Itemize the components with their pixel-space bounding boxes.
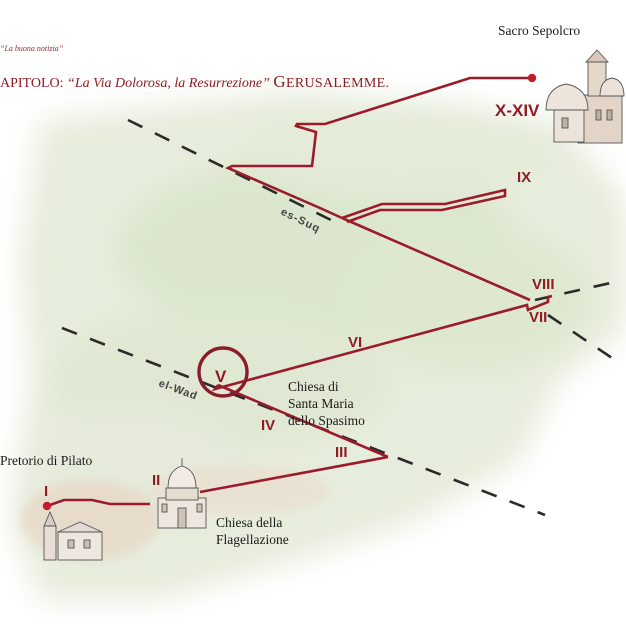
- place-santa-maria-line1: Chiesa di: [288, 379, 339, 394]
- end-dot-icon: [527, 73, 537, 83]
- place-pretorio-di-pilato: Pretorio di Pilato: [0, 453, 93, 468]
- route-segment-vi-vii-back: [341, 216, 531, 302]
- chapter-city-initial: G: [273, 72, 286, 91]
- station-v: V: [215, 367, 227, 386]
- background-wash: [10, 90, 626, 600]
- place-sacro-sepolcro: Sacro Sepolcro: [498, 23, 581, 38]
- chapter-prefix: APITOLO:: [0, 76, 68, 91]
- via-dolorosa-route: [46, 76, 553, 508]
- route-segment-ix-branch: [341, 188, 507, 224]
- station-vii: VII: [529, 309, 547, 326]
- chapter-title-text: “La Via Dolorosa, la Resurrezione”: [67, 76, 270, 91]
- route-segment-i-ii: [46, 498, 150, 508]
- station-iv: IV: [261, 417, 275, 434]
- street-es-suq-line: [127, 118, 336, 224]
- station-ii: II: [152, 472, 160, 489]
- header-tagline-text: La buona notizia: [4, 44, 59, 53]
- route-segment-ii-iii: [199, 455, 389, 494]
- start-dot-icon: [42, 501, 52, 511]
- street-el-wad-line: [61, 326, 546, 517]
- station-x-xiv: X-XIV: [495, 101, 540, 120]
- station-i: I: [44, 483, 48, 500]
- pretorio-building: [43, 510, 103, 561]
- header-tagline: “La buona notizia”: [0, 44, 64, 53]
- sacro-sepolcro-building: [545, 49, 625, 144]
- place-flagellazione-line2: Flagellazione: [216, 532, 289, 547]
- place-santa-maria-line3: dello Spasimo: [288, 413, 365, 428]
- station-iii: III: [335, 444, 348, 461]
- chapter-city-rest: ERUSALEMME.: [286, 76, 390, 91]
- route-segment-iii-iv: [217, 383, 389, 459]
- flagellazione-building: [157, 458, 207, 529]
- place-flagellazione-line1: Chiesa della: [216, 515, 283, 530]
- station-vi: VI: [348, 334, 362, 351]
- chapter-title: APITOLO: “La Via Dolorosa, la Resurrezio…: [0, 72, 389, 92]
- route-segment-iv-vi: [211, 294, 553, 392]
- street-lower-right-line: [547, 313, 619, 364]
- station-circle-icon: [197, 346, 249, 398]
- place-santa-maria-spasimo: Chiesa di Santa Maria dello Spasimo: [288, 378, 365, 429]
- place-santa-maria-line2: Santa Maria: [288, 396, 354, 411]
- route-segment-up-to-es-suq: [224, 76, 530, 220]
- station-ix: IX: [517, 169, 531, 186]
- station-labels: I II III IV V VI VII VIII IX X-XIV: [44, 101, 555, 500]
- chapter-city: GERUSALEMME.: [273, 72, 390, 91]
- station-viii: VIII: [532, 276, 555, 293]
- place-flagellazione: Chiesa della Flagellazione: [216, 514, 289, 548]
